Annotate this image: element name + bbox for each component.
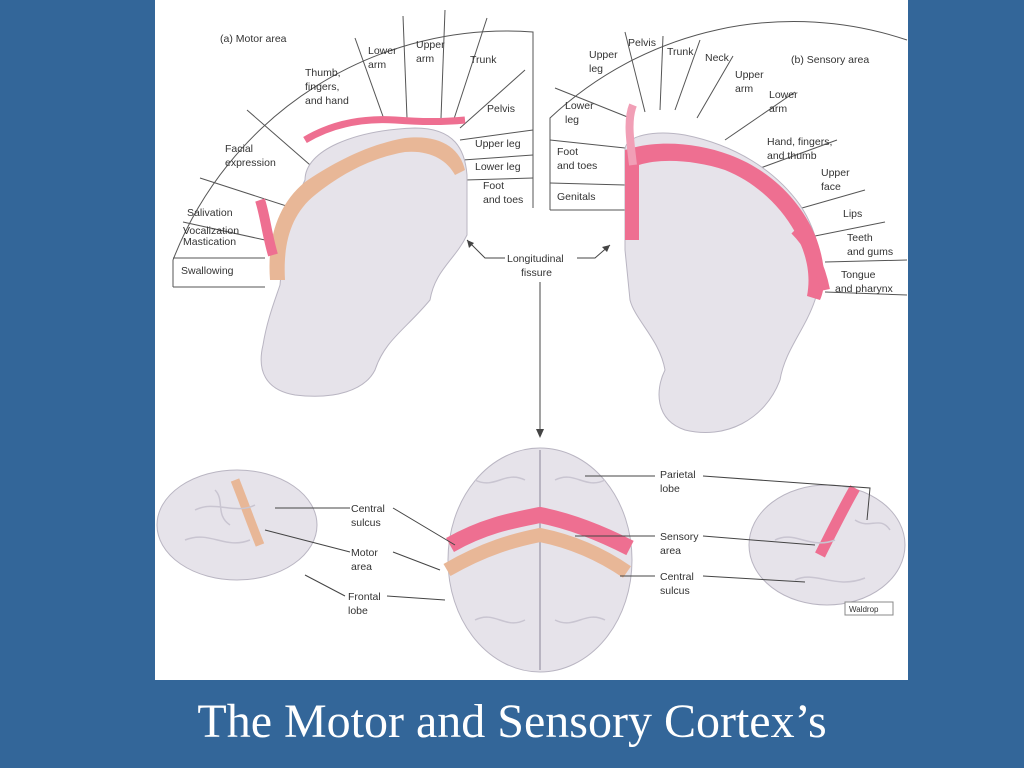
sensory-heading: (b) Sensory area [791,54,869,66]
sensory-label: Foot [557,146,578,158]
sensory-fan-outline [549,21,908,210]
motor-area-band [443,527,631,578]
fissure-callout: Longitudinal fissure [466,239,611,438]
right-callouts: Parietal lobe Sensory area Central sulcu… [575,469,871,597]
sensory-hemisphere [624,132,821,434]
arrowhead-icon [467,240,474,248]
motor-label: expression [225,157,276,169]
motor-homunculus [303,116,466,144]
signature-box [844,601,894,616]
callout-label: Motor [351,547,378,559]
left-callouts: Central sulcus Motor area Frontal lobe [264,503,456,617]
motor-label: Lower leg [475,161,521,173]
motor-hemisphere [260,127,468,397]
motor-label: Salivation [187,207,233,219]
signature: Waldrop [849,605,879,614]
sensory-label: Upper [589,49,618,61]
motor-label: arm [368,59,386,71]
motor-label: Upper [416,39,445,51]
callout-label: Central [660,571,694,583]
diagram-panel: (a) Motor area Swallowing Vocalization M… [155,0,908,680]
left-side-brain [156,469,318,581]
right-side-brain [748,484,906,606]
motor-section [255,116,468,397]
callout-label: lobe [348,605,368,617]
sensory-label: arm [735,83,753,95]
sensory-area-band [815,485,860,558]
sensory-homunculus-leg [625,103,637,166]
motor-label: fingers, [305,81,339,93]
callout-label: Central [351,503,385,515]
arrowhead-icon [602,245,610,252]
callout-label: sulcus [351,517,381,529]
sensory-labels: (b) Sensory area Genitals Foot and toes … [557,37,894,295]
sensory-strip [625,143,825,300]
motor-label: Foot [483,180,504,192]
motor-label: arm [416,53,434,65]
sensory-area-band [446,506,634,556]
fissure-arrow-left [466,239,505,259]
callout-label: sulcus [660,585,690,597]
motor-fan-outline [172,30,534,287]
slide-title: The Motor and Sensory Cortex’s [197,695,827,748]
motor-label: and toes [483,194,523,206]
sensory-label: Lips [843,208,862,220]
sensory-fan [549,21,908,296]
motor-label: Pelvis [487,103,515,115]
sensory-label: arm [769,103,787,115]
motor-label: Facial [225,143,253,155]
sensory-label: Trunk [667,46,694,58]
sensory-label: Pelvis [628,37,656,49]
fissure-label: fissure [521,267,552,279]
sensory-homunculus-face [791,226,830,292]
callout-label: Frontal [348,591,381,603]
sensory-label: and toes [557,160,597,172]
sensory-label: Tongue [841,269,876,281]
sensory-label: Lower [565,100,594,112]
sensory-label: and thumb [767,150,817,162]
sensory-label: Upper [735,69,764,81]
motor-label: Trunk [470,54,497,66]
motor-label: Swallowing [181,265,234,277]
motor-label: and hand [305,95,349,107]
motor-label: Thumb, [305,67,341,79]
sensory-label: Upper [821,167,850,179]
motor-fan [172,9,534,288]
sensory-label: and gums [847,246,893,258]
cortex-diagram: (a) Motor area Swallowing Vocalization M… [156,9,908,673]
callout-label: lobe [660,483,680,495]
callout-label: Sensory [660,531,699,543]
motor-label: Upper leg [475,138,521,150]
sensory-label: and pharynx [835,283,894,295]
sensory-label: Neck [705,52,730,64]
sensory-label: leg [589,63,603,75]
sensory-label: Lower [769,89,798,101]
motor-homunculus-face [255,198,278,257]
sensory-label: leg [565,114,579,126]
top-brain [443,447,634,673]
callout-label: area [351,561,372,573]
sensory-section [624,103,830,434]
sensory-label: Teeth [847,232,873,244]
arrowhead-icon [536,429,544,438]
motor-label: Vocalization [183,225,239,237]
motor-area-band [230,478,265,547]
motor-strip [269,137,465,280]
motor-heading: (a) Motor area [220,33,287,45]
lateral-brain-left [156,469,318,581]
callout-label: Parietal [660,469,696,481]
sensory-label: Genitals [557,191,596,203]
sensory-label: Hand, fingers, [767,136,832,148]
sensory-label: face [821,181,841,193]
motor-label: Mastication [183,236,236,248]
motor-label: Lower [368,45,397,57]
fissure-label: Longitudinal [507,253,564,265]
motor-labels: (a) Motor area Swallowing Vocalization M… [181,33,523,277]
callout-label: area [660,545,681,557]
